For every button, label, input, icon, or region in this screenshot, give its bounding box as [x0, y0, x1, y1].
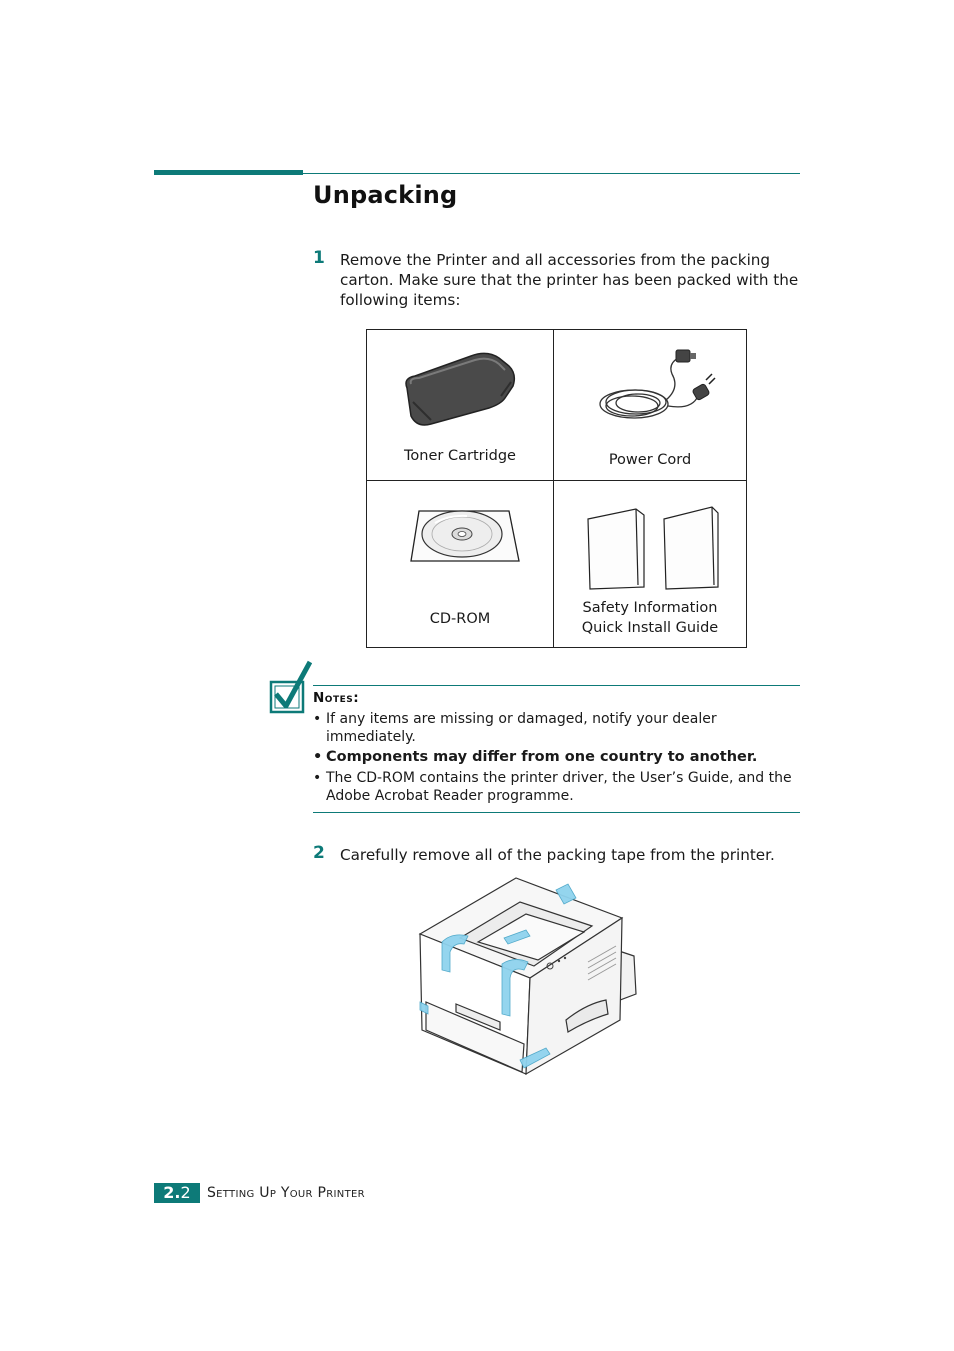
step-1-number: 1 [313, 248, 325, 268]
note-item-2: • Components may differ from one country… [313, 749, 758, 765]
item-cell-power-cord: Power Cord [553, 329, 747, 481]
header-accent-bar [154, 170, 303, 175]
note-item-1: • If any items are missing or damaged, n… [313, 711, 717, 745]
footer-section-title: Setting Up Your Printer [207, 1185, 365, 1201]
header-rule [303, 173, 800, 174]
notes-bottom-rule [313, 812, 800, 813]
booklets-label-line-2: Quick Install Guide [581, 620, 719, 636]
power-cord-icon [599, 349, 716, 419]
booklets-icon [587, 506, 719, 590]
cd-rom-icon [410, 510, 520, 562]
notes-top-rule [313, 685, 800, 686]
step-1-text: Remove the Printer and all accessories f… [340, 251, 799, 309]
item-cell-booklets: Safety Information Quick Install Guide [553, 480, 747, 648]
page-title: Unpacking [313, 181, 458, 209]
booklets-label-line-1: Safety Information [582, 600, 718, 616]
printer-with-packing-tape-illustration [418, 877, 637, 1076]
item-cell-toner: Toner Cartridge [366, 329, 554, 481]
step-2-text: Carefully remove all of the packing tape… [340, 846, 775, 864]
package-contents-table: Toner Cartridge Power Cord [366, 329, 747, 648]
notes-heading: Notes: [313, 690, 360, 706]
step-2-number: 2 [313, 843, 325, 863]
item-cell-cd-rom: CD-ROM [366, 480, 554, 648]
toner-cartridge-icon [405, 352, 516, 426]
page-number-badge: 2.2 [154, 1183, 200, 1203]
checkmark-note-icon [269, 660, 312, 714]
toner-cartridge-label: Toner Cartridge [404, 448, 516, 464]
note-item-3: • The CD-ROM contains the printer driver… [313, 770, 792, 804]
power-cord-label: Power Cord [608, 452, 692, 468]
cd-rom-label: CD-ROM [429, 611, 491, 627]
